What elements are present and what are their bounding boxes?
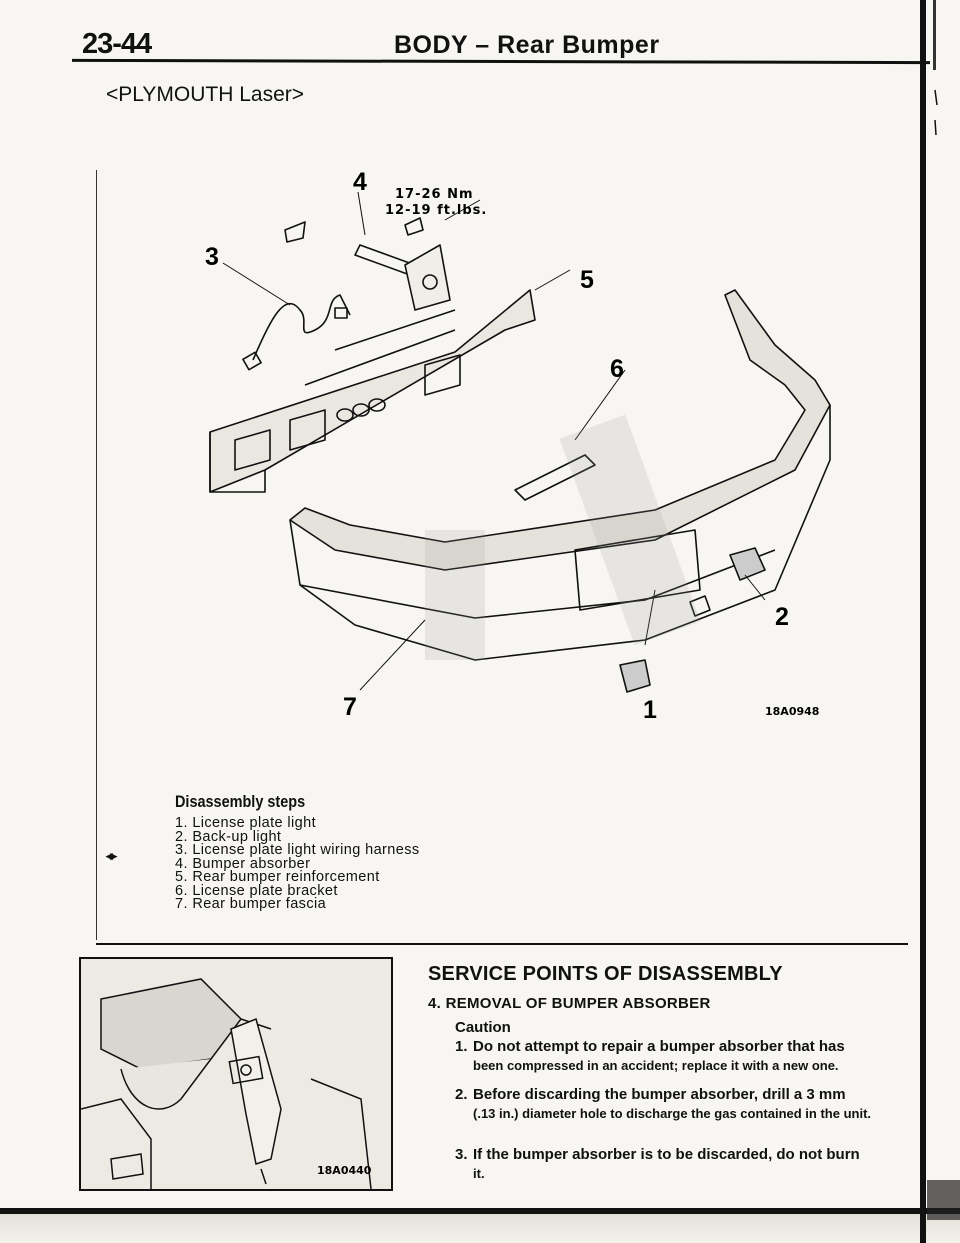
service-points-subheading: 4. REMOVAL OF BUMPER ABSORBER	[428, 995, 711, 1012]
caution-item: 1. Do not attempt to repair a bumper abso…	[455, 1037, 910, 1075]
caution-item-number: 1.	[455, 1038, 468, 1055]
binding-edge	[920, 0, 960, 1243]
service-points-heading: SERVICE POINTS OF DISASSEMBLY	[428, 963, 783, 985]
step-item: 1. License plate light	[175, 815, 316, 831]
section-rule	[96, 943, 908, 945]
caution-item-text: Do not attempt to repair a bumper absorb…	[473, 1038, 845, 1055]
caution-item-text-cont: (.13 in.) diameter hole to discharge the…	[473, 1106, 872, 1121]
scan-margin-bottom	[0, 1214, 960, 1243]
photo-code: 18A0440	[317, 1164, 372, 1177]
step-item: 3. License plate light wiring harness	[175, 842, 420, 858]
caution-item: 3. If the bumper absorber is to be discar…	[455, 1145, 910, 1183]
page-number: 23-44	[82, 28, 152, 60]
license-plate-light	[619, 659, 651, 693]
caution-item-text-cont: been compressed in an accident; replace …	[473, 1058, 839, 1073]
step-item: 2. Back-up light	[175, 828, 282, 845]
callout-1: 1	[643, 696, 657, 724]
service-point-marker: ◂▸	[106, 848, 117, 863]
torque-nm: 17-26 Nm	[395, 187, 474, 202]
margin-line	[96, 170, 97, 940]
step-item: 5. Rear bumper reinforcement	[175, 869, 380, 885]
caution-item-number: 2.	[455, 1086, 468, 1103]
absorber-icon	[230, 1017, 282, 1165]
step-item: 6. License plate bracket	[175, 882, 338, 899]
bumper-exploded-diagram: 1 2 3 4 5 6 7 17-26 Nm 12-19 ft.lbs. 18A…	[205, 170, 831, 724]
caution-label: Caution	[455, 1019, 511, 1036]
header-rule	[71, 58, 931, 65]
callout-6: 6	[610, 355, 624, 383]
caution-item-text: If the bumper absorber is to be discarde…	[473, 1146, 860, 1163]
drill-icon	[100, 978, 242, 1070]
callout-7: 7	[343, 693, 357, 721]
callout-2: 2	[775, 603, 789, 631]
caution-item-text: Before discarding the bumper absorber, d…	[473, 1086, 846, 1103]
bottom-rule	[0, 1208, 960, 1214]
page-title: BODY – Rear Bumper	[394, 31, 660, 59]
drill-photo: 18A0440	[79, 957, 393, 1191]
caution-item-number: 3.	[455, 1146, 468, 1163]
torque-ftlbs: 12-19 ft.lbs.	[385, 203, 487, 218]
rear-bumper-fascia	[289, 289, 831, 571]
caution-item-text-cont: it.	[473, 1166, 485, 1181]
callout-3: 3	[205, 243, 219, 271]
callout-4: 4	[353, 170, 367, 196]
disassembly-steps: 1. License plate light 2. Back-up light …	[175, 815, 420, 912]
model-label: <PLYMOUTH Laser>	[106, 83, 305, 106]
caution-item: 2. Before discarding the bumper absorber,…	[455, 1085, 910, 1123]
step-item: 4. Bumper absorber	[175, 855, 311, 872]
license-plate-bracket	[514, 454, 596, 501]
drilling-illustration: 18A0440	[81, 978, 372, 1189]
disassembly-heading: Disassembly steps	[175, 792, 306, 811]
back-up-light	[729, 547, 766, 581]
figure-code: 18A0948	[765, 705, 819, 718]
step-item: 7. Rear bumper fascia	[175, 896, 327, 912]
wiring-harness	[252, 294, 351, 361]
reinforcement-beam	[209, 289, 536, 493]
callout-5: 5	[580, 266, 594, 294]
